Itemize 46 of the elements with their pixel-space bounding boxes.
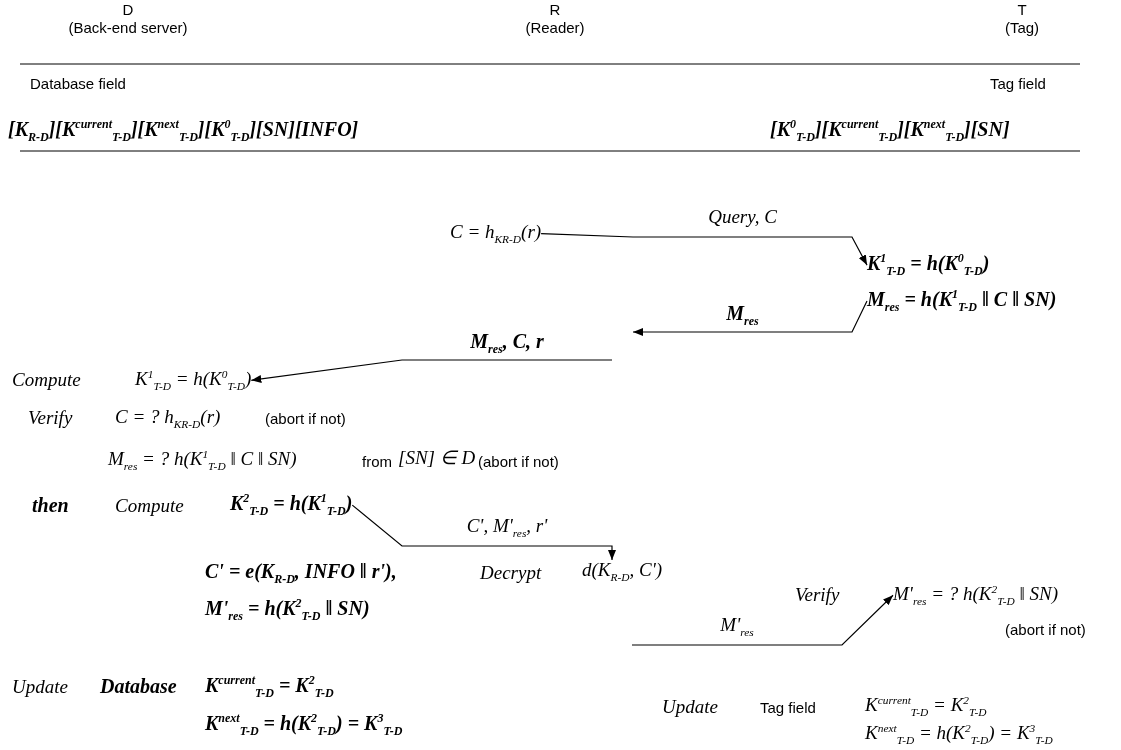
step-word: Database xyxy=(100,675,177,697)
participant-letter: T xyxy=(1017,2,1027,19)
step-word: Verify xyxy=(795,585,840,606)
participant-name: (Reader) xyxy=(525,20,585,37)
formula: M'$_{res}$ = ? h(K$^{2}$$_{T-D}$ ‖ SN) xyxy=(893,583,1059,608)
participant-name: (Tag) xyxy=(1004,20,1040,37)
formula: K$^{1}$$_{T-D}$ = h(K$^{0}$$_{T-D}$) xyxy=(867,252,990,279)
note-text: from xyxy=(362,454,392,471)
step-word: Verify xyxy=(28,408,73,429)
formula: d(K$_{R-D}$, C') xyxy=(582,560,663,584)
step-word: Update xyxy=(12,677,68,698)
formula: C = ? h$_{KR-D}$(r) xyxy=(115,407,221,431)
arrow xyxy=(540,233,868,266)
arrow xyxy=(632,300,868,336)
formula: K$^{1}$$_{T-D}$ = h(K$^{0}$$_{T-D}$) xyxy=(135,368,252,393)
formula: C = h$_{KR-D}$(r) xyxy=(450,222,542,246)
field-heading: Tag field xyxy=(990,76,1046,93)
arrow xyxy=(631,594,894,646)
edge-label: M'$_{res}$ xyxy=(720,615,754,639)
note-text: (abort if not) xyxy=(478,454,559,471)
key-list: [K$_{R-D}$][K$^{current}$$_{T-D}$][K$^{next}$$_{T-D}$][K$^{0}$$_{T-D}$][SN][INFO] xyxy=(8,118,359,145)
formula: M$_{res}$ = h(K$^{1}$$_{T-D}$ ‖ C ‖ SN) xyxy=(867,288,1057,315)
step-word: Compute xyxy=(115,496,184,517)
edge-label: M$_{res}$ xyxy=(726,302,759,329)
formula: M'$_{res}$ = h(K$^{2}$$_{T-D}$ ‖ SN) xyxy=(205,597,370,624)
arrow xyxy=(250,359,613,383)
formula: M$_{res}$ = ? h(K$^{1}$$_{T-D}$ ‖ C ‖ SN) xyxy=(108,448,297,473)
note-text: (abort if not) xyxy=(1005,622,1086,639)
participant-letter: D xyxy=(122,2,134,19)
note-text: (abort if not) xyxy=(265,411,346,428)
step-word: then xyxy=(32,494,69,516)
edge-label: Query, C xyxy=(708,207,777,228)
participant-letter: R xyxy=(549,2,561,19)
key-list: [K$^{0}$$_{T-D}$][K$^{current}$$_{T-D}$][K$^{next}$$_{T-D}$][SN] xyxy=(770,118,1010,145)
edge-label: M$_{res}$, C, r xyxy=(470,330,544,357)
participant-name: (Back-end server) xyxy=(68,20,188,37)
formula: [SN] ∈ D xyxy=(398,448,476,469)
edge-label: C', M'$_{res}$, r' xyxy=(466,516,548,540)
field-heading: Database field xyxy=(30,76,126,93)
arrow xyxy=(351,504,616,561)
step-word: Update xyxy=(662,697,718,718)
formula: C' = e(K$_{R-D}$, INFO ‖ r'), xyxy=(205,560,397,587)
step-word: Compute xyxy=(12,370,81,391)
formula: K$^{2}$$_{T-D}$ = h(K$^{1}$$_{T-D}$) xyxy=(230,492,353,519)
field-heading: Tag field xyxy=(760,700,816,717)
step-word: Decrypt xyxy=(480,563,542,584)
